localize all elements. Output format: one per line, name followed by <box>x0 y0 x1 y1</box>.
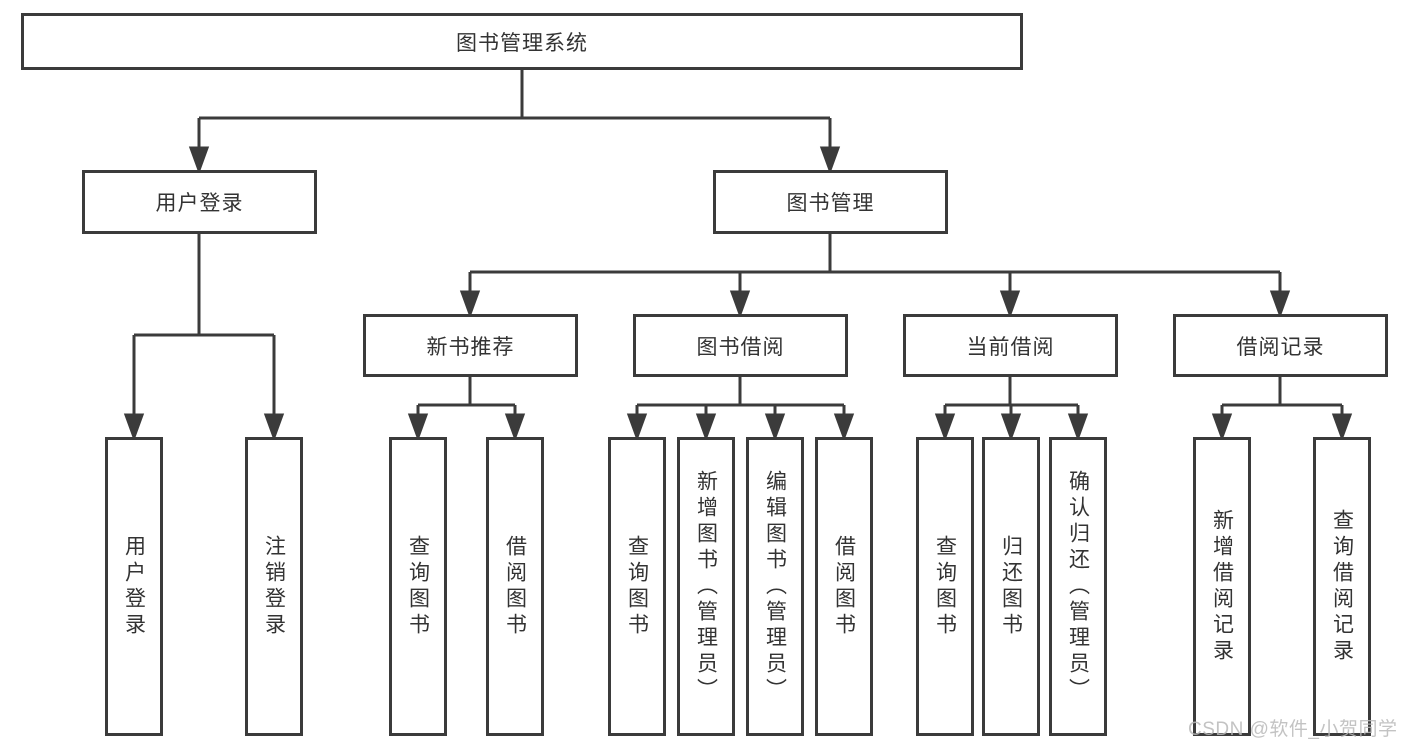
leaf-borrow-books-borrowing: 借阅图书 <box>815 437 873 736</box>
watermark: CSDN @软件_小贺同学 <box>1188 719 1398 740</box>
leaf-query-books-recommend-label: 查询图书 <box>406 534 430 639</box>
arrowhead <box>263 413 285 442</box>
leaf-logout-label: 注销登录 <box>262 534 286 639</box>
arrowhead <box>764 413 786 442</box>
node-user-login: 用户登录 <box>82 170 317 234</box>
arrowhead <box>626 413 648 442</box>
node-book-management: 图书管理 <box>713 170 948 234</box>
node-root-label: 图书管理系统 <box>456 31 588 55</box>
arrowhead <box>819 146 841 175</box>
node-user-login-label: 用户登录 <box>155 192 244 215</box>
leaf-confirm-return-admin-label: 确认归还（管理员） <box>1066 469 1090 704</box>
leaf-query-books-borrowing-label: 查询图书 <box>625 534 649 639</box>
leaf-query-books-recommend: 查询图书 <box>389 437 447 736</box>
arrowhead <box>1331 413 1353 442</box>
node-borrowing-records-label: 借阅记录 <box>1236 335 1325 359</box>
arrowhead <box>1269 290 1291 319</box>
arrowhead <box>999 290 1021 319</box>
arrowhead <box>1000 413 1022 442</box>
arrowhead <box>188 146 210 175</box>
leaf-add-books-admin-label: 新增图书（管理员） <box>694 469 718 704</box>
leaf-query-borrow-record-label: 查询借阅记录 <box>1330 508 1354 665</box>
leaf-logout: 注销登录 <box>245 437 303 736</box>
arrowhead <box>504 413 526 442</box>
connector-root-to-level2 <box>197 69 832 148</box>
connector-borrow-records-to-leaves <box>1220 377 1344 415</box>
leaf-borrow-books-borrowing-label: 借阅图书 <box>832 534 856 639</box>
leaf-query-books-borrowing: 查询图书 <box>608 437 666 736</box>
node-book-borrowing-label: 图书借阅 <box>696 335 785 359</box>
arrowhead <box>833 413 855 442</box>
node-book-borrowing: 图书借阅 <box>633 314 848 377</box>
leaf-add-borrow-record: 新增借阅记录 <box>1193 437 1251 736</box>
connector-current-borrow-to-leaves <box>943 377 1080 415</box>
connector-user-login-to-leaves <box>132 233 276 415</box>
arrowhead <box>729 290 751 319</box>
arrowhead <box>459 290 481 319</box>
arrowhead <box>1067 413 1089 442</box>
arrowhead <box>934 413 956 442</box>
arrowhead <box>407 413 429 442</box>
leaf-return-books-label: 归还图书 <box>999 534 1023 639</box>
node-new-book-recommendation: 新书推荐 <box>363 314 578 377</box>
node-book-management-label: 图书管理 <box>786 192 875 215</box>
arrowhead <box>1211 413 1233 442</box>
leaf-edit-books-admin-label: 编辑图书（管理员） <box>763 469 787 704</box>
leaf-user-login: 用户登录 <box>105 437 163 736</box>
leaf-edit-books-admin: 编辑图书（管理员） <box>746 437 804 736</box>
node-borrowing-records: 借阅记录 <box>1173 314 1388 377</box>
node-current-borrowing: 当前借阅 <box>903 314 1118 377</box>
node-root: 图书管理系统 <box>21 13 1023 70</box>
arrowhead <box>695 413 717 442</box>
leaf-add-books-admin: 新增图书（管理员） <box>677 437 735 736</box>
leaf-return-books: 归还图书 <box>982 437 1040 736</box>
leaf-query-books-current-label: 查询图书 <box>933 534 957 639</box>
leaf-borrow-books-recommend-label: 借阅图书 <box>503 534 527 639</box>
connector-new-book-to-leaves <box>416 377 517 415</box>
leaf-user-login-label: 用户登录 <box>122 534 146 639</box>
connector-book-borrow-to-leaves <box>635 377 846 415</box>
leaf-query-borrow-record: 查询借阅记录 <box>1313 437 1371 736</box>
leaf-borrow-books-recommend: 借阅图书 <box>486 437 544 736</box>
leaf-confirm-return-admin: 确认归还（管理员） <box>1049 437 1107 736</box>
leaf-add-borrow-record-label: 新增借阅记录 <box>1210 508 1234 665</box>
node-new-book-recommendation-label: 新书推荐 <box>426 335 515 359</box>
arrowhead <box>123 413 145 442</box>
node-current-borrowing-label: 当前借阅 <box>966 335 1055 359</box>
leaf-query-books-current: 查询图书 <box>916 437 974 736</box>
connector-book-mgmt-to-level3 <box>468 234 1282 292</box>
